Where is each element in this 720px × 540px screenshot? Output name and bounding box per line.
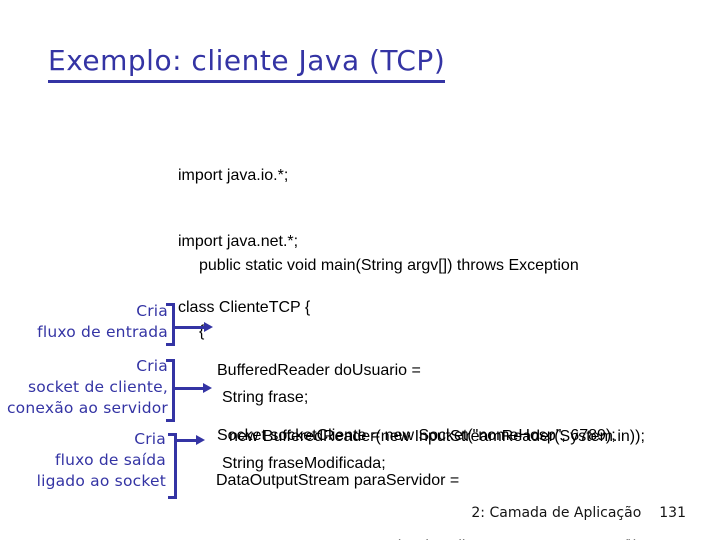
code-line: new DataOutputStream(socketCliente.getOu… — [216, 536, 643, 540]
code-line: String frase; — [222, 389, 309, 406]
annotation-line: fluxo de entrada — [37, 323, 168, 341]
code-line: import java.io.*; — [178, 167, 289, 184]
arrow-shaft — [175, 387, 204, 390]
code-line: DataOutputStream paraServidor = — [216, 472, 460, 489]
footer-section-label: 2: Camada de Aplicação — [471, 505, 642, 521]
arrow-head — [196, 435, 205, 445]
code-line: BufferedReader doUsuario = — [217, 362, 421, 379]
bracket-icon — [168, 433, 177, 499]
arrow-right-icon — [175, 383, 212, 394]
arrow-right-icon — [175, 322, 213, 333]
code-line: { — [199, 323, 205, 340]
code-block-main-signature: public static void main(String argv[]) t… — [199, 211, 579, 519]
slide-title: Exemplo: cliente Java (TCP) — [48, 44, 446, 83]
code-line: Socket socketCliente = new Socket("nomeH… — [217, 427, 616, 444]
code-block-buffered-reader: BufferedReader doUsuario = new BufferedR… — [217, 316, 645, 492]
annotation-line: Cria — [136, 302, 168, 320]
arrow-shaft — [175, 326, 205, 329]
annotation-line: Cria — [134, 430, 166, 448]
code-block-data-output-stream: DataOutputStream paraServidor = new Data… — [216, 426, 643, 540]
bracket-icon — [166, 303, 175, 346]
annotation-create-client-socket: Cria socket de cliente, conexão ao servi… — [0, 356, 168, 419]
annotation-line: conexão ao servidor — [6, 399, 168, 417]
arrow-head — [203, 383, 212, 393]
code-block-imports: import java.io.*; import java.net.*; cla… — [178, 121, 310, 363]
code-line: public static void main(String argv[]) t… — [199, 257, 579, 274]
annotation-line: ligado ao socket — [36, 472, 166, 490]
annotation-line: socket de cliente, — [28, 378, 168, 396]
arrow-head — [204, 322, 213, 332]
code-line: class ClienteTCP { — [178, 299, 311, 316]
code-line: new BufferedReader(new InputStreamReader… — [229, 428, 645, 445]
footer-page-number: 131 — [659, 505, 686, 521]
annotation-line: Cria — [136, 357, 168, 375]
annotation-line: fluxo de saída — [54, 451, 166, 469]
bracket-icon — [166, 359, 175, 422]
code-line: import java.net.*; — [178, 233, 299, 250]
arrow-shaft — [177, 439, 197, 442]
slide-footer: 2: Camada de Aplicação 131 — [471, 505, 686, 521]
arrow-right-icon — [177, 435, 205, 446]
code-block-socket: Socket socketCliente = new Socket("nomeH… — [217, 381, 616, 491]
code-line: String fraseModificada; — [222, 455, 386, 472]
annotation-create-output-stream: Cria fluxo de saída ligado ao socket — [0, 429, 166, 492]
annotation-create-input-stream: Cria fluxo de entrada — [0, 301, 168, 343]
